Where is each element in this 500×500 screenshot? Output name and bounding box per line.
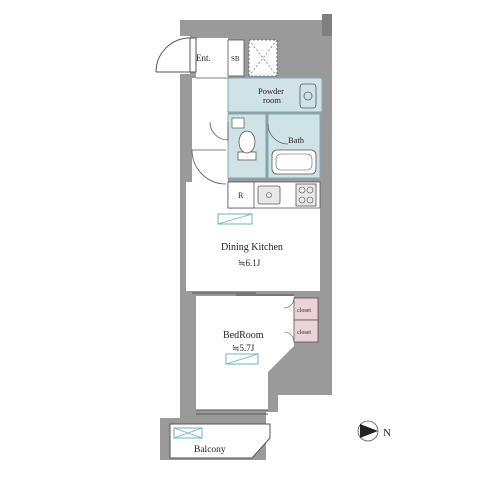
bedroom-window-symbol [225,353,259,365]
powder-room-label-1: Powder [258,86,284,96]
corridor-door [191,149,227,185]
balcony-label: Balcony [194,445,226,455]
shoe-box-label: SB [231,55,240,63]
bathroom [267,113,321,179]
entrance-door-swing [155,37,191,73]
pipe-space [248,39,278,77]
sliding-door [186,291,320,296]
compass-label: N [383,427,391,439]
refrigerator-label: R [238,191,244,200]
closets [283,297,319,343]
dining-kitchen-label: Dining Kitchen [221,242,283,253]
powder-room-label-2: room [263,95,281,105]
entrance-label: Ent. [196,53,211,63]
powder-room [227,77,323,113]
bath-label: Bath [288,135,305,145]
column [322,14,332,36]
north-compass: N [357,420,391,442]
closet-label-lower: closet [297,330,311,336]
toilet-room [209,113,267,179]
shoe-box [227,39,245,77]
balcony-outline [169,423,271,459]
bedroom-label: BedRoom [223,330,264,341]
closet-label-upper: closet [297,308,311,314]
balcony-window [196,409,268,415]
balcony-aircon-symbol [173,427,203,439]
kitchen-counter [227,181,321,209]
dining-kitchen-size: ≒6.1J [238,258,261,268]
dk-window-symbol [217,213,253,225]
bedroom-size: ≒5.7J [232,343,255,353]
